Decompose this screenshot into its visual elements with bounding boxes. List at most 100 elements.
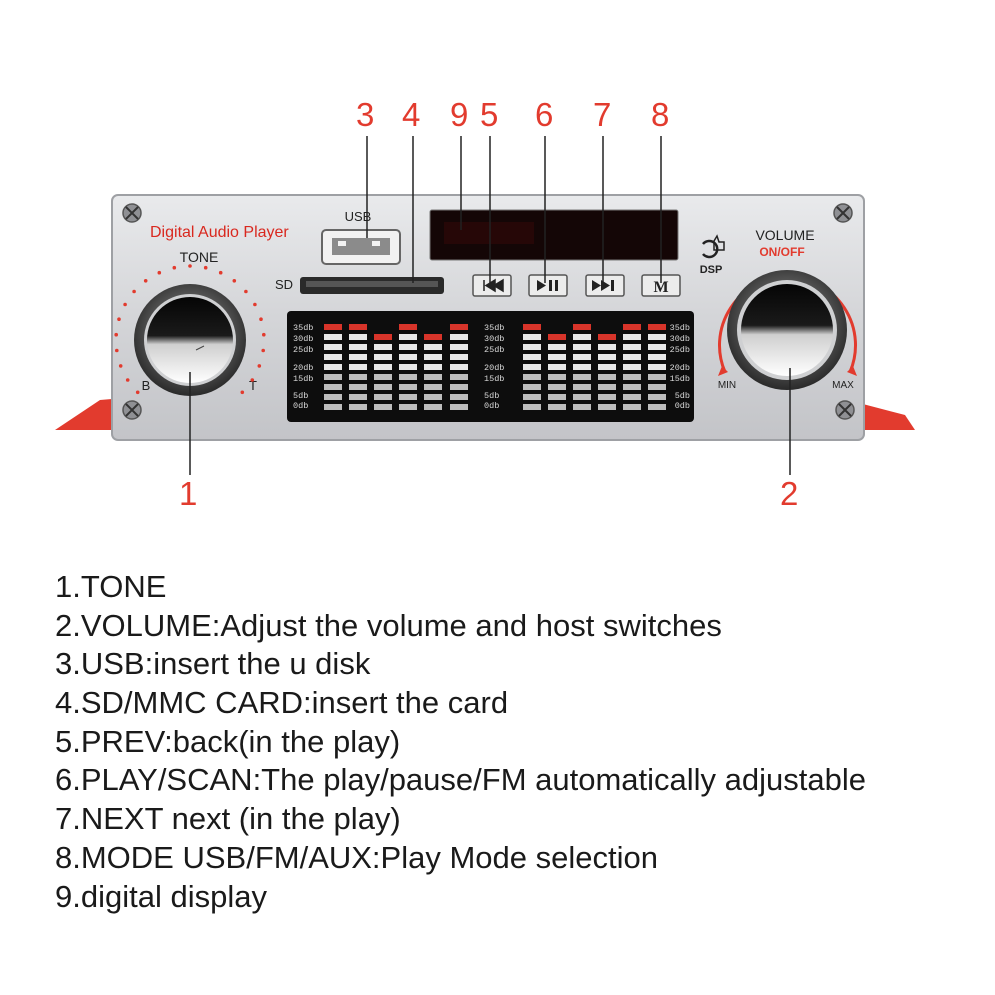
onoff-label: ON/OFF: [759, 245, 804, 259]
brand-label: Digital Audio Player: [150, 224, 289, 241]
usb-port[interactable]: [321, 229, 401, 265]
eq-bar-segment: [349, 354, 367, 360]
eq-bar-segment: [523, 384, 541, 390]
eq-bar-segment: [573, 374, 591, 380]
play-pause-button[interactable]: [528, 274, 568, 297]
dsp-label: DSP: [700, 264, 723, 276]
eq-bar-segment: [573, 364, 591, 370]
eq-bar-segment: [349, 334, 367, 340]
eq-scale-label: 15db: [293, 374, 313, 384]
eq-bar-segment: [450, 364, 468, 370]
callout-number-7: 7: [593, 96, 612, 133]
callout-number-4: 4: [402, 96, 421, 133]
legend-item-digital-display: 9.digital display: [55, 878, 267, 914]
eq-bar-segment: [349, 374, 367, 380]
eq-bar-segment: [374, 344, 392, 350]
eq-scale-label: 20db: [484, 363, 504, 373]
tone-scale-dot: [250, 378, 255, 382]
callout-number-6: 6: [535, 96, 554, 133]
eq-bar-segment: [523, 334, 541, 340]
eq-bar-segment: [623, 394, 641, 400]
tone-scale-dots: [114, 264, 266, 395]
eq-scale-label: 5db: [484, 391, 499, 401]
prev-button[interactable]: [472, 274, 512, 297]
eq-bar-segment: [573, 334, 591, 340]
eq-bar-segment: [623, 354, 641, 360]
eq-bars: [324, 324, 666, 410]
usb-label: USB: [345, 209, 372, 224]
eq-bar-segment: [399, 364, 417, 370]
eq-bar-segment: [623, 364, 641, 370]
legend-item-next: 7.NEXT next (in the play): [55, 801, 401, 837]
legend-item-sd-card: 4.SD/MMC CARD:insert the card: [55, 685, 509, 721]
eq-bar-segment: [573, 394, 591, 400]
tone-label: TONE: [180, 249, 219, 265]
tone-knob[interactable]: [134, 284, 246, 396]
eq-bar-segment: [424, 344, 442, 350]
eq-bar-segment: [523, 344, 541, 350]
eq-bar-segment: [548, 354, 566, 360]
eq-scale-label: 15db: [670, 374, 690, 384]
tone-scale-dot: [257, 364, 262, 368]
eq-bar-segment: [523, 374, 541, 380]
tone-scale-dot: [117, 317, 121, 322]
eq-bar-segment: [450, 324, 468, 330]
screw-icon: [122, 203, 142, 223]
tone-scale-dot: [172, 265, 177, 270]
eq-scale-label: 35db: [484, 323, 504, 333]
eq-bar-segment: [648, 374, 666, 380]
eq-bar-segment: [548, 394, 566, 400]
tone-scale-dot: [240, 390, 245, 395]
eq-bar-segment: [573, 324, 591, 330]
eq-bar-segment: [598, 394, 616, 400]
eq-bar-segment: [399, 384, 417, 390]
eq-bar-segment: [598, 374, 616, 380]
volume-min-label: MIN: [718, 380, 736, 391]
tone-scale-dot: [123, 302, 127, 307]
eq-bar-segment: [548, 364, 566, 370]
eq-bar-segment: [399, 374, 417, 380]
eq-bar-segment: [424, 334, 442, 340]
eq-bar-segment: [450, 374, 468, 380]
eq-bar-segment: [548, 344, 566, 350]
eq-bar-segment: [573, 404, 591, 410]
eq-bar-segment: [450, 344, 468, 350]
volume-knob[interactable]: [727, 270, 847, 390]
legend-item-usb: 3.USB:insert the u disk: [55, 646, 371, 682]
next-button[interactable]: [585, 274, 625, 297]
eq-bar-segment: [324, 374, 342, 380]
eq-bar-segment: [523, 364, 541, 370]
eq-bar-segment: [648, 354, 666, 360]
eq-bar-segment: [349, 364, 367, 370]
eq-bar-segment: [648, 394, 666, 400]
eq-bar-segment: [349, 404, 367, 410]
eq-bar-segment: [324, 334, 342, 340]
callout-number-5: 5: [480, 96, 499, 133]
sd-card-slot[interactable]: [300, 277, 444, 294]
eq-bar-segment: [399, 404, 417, 410]
callout-number-3: 3: [356, 96, 375, 133]
eq-bar-segment: [623, 334, 641, 340]
eq-bar-segment: [324, 394, 342, 400]
eq-bar-segment: [324, 364, 342, 370]
tone-scale-dot: [157, 270, 162, 275]
callout-number-9: 9: [450, 96, 469, 133]
mode-button-label: M: [653, 279, 668, 296]
mode-button[interactable]: M: [641, 274, 681, 297]
eq-bar-segment: [349, 344, 367, 350]
eq-bar-segment: [548, 334, 566, 340]
eq-bar-segment: [623, 324, 641, 330]
eq-bar-segment: [374, 374, 392, 380]
eq-scale-label: 25db: [670, 345, 690, 355]
eq-bar-segment: [648, 334, 666, 340]
legend-item-play-scan: 6.PLAY/SCAN:The play/pause/FM automatica…: [55, 762, 866, 798]
eq-bar-segment: [374, 384, 392, 390]
tone-scale-dot: [114, 332, 118, 337]
eq-scale-label: 25db: [484, 345, 504, 355]
legend-item-tone: 1.TONE: [55, 569, 167, 604]
eq-bar-segment: [399, 354, 417, 360]
eq-bar-segment: [573, 344, 591, 350]
